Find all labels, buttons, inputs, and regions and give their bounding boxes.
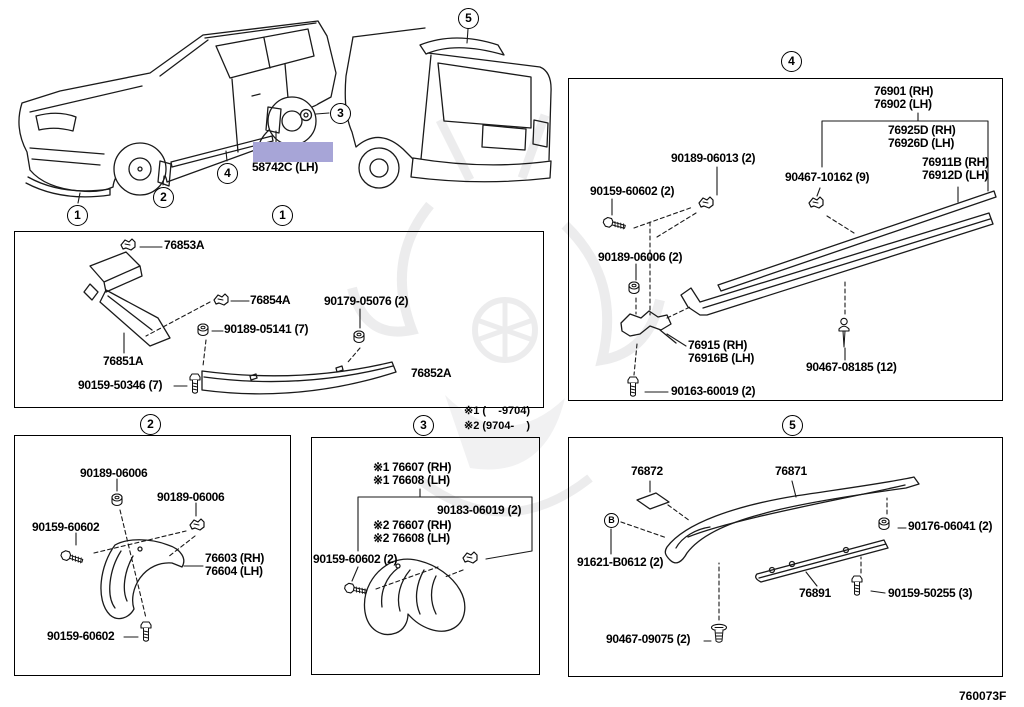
- note-asterisk1: ※1 ( -9704): [464, 405, 531, 417]
- part-label-90176-06041[interactable]: 90176-06041 (2): [908, 519, 993, 533]
- part-label-90159-60602-p3[interactable]: 90159-60602 (2): [313, 552, 398, 566]
- part-label-76891[interactable]: 76891: [799, 586, 831, 600]
- panel-2-box: [14, 435, 291, 676]
- part-label-90467-09075[interactable]: 90467-09075 (2): [606, 632, 691, 646]
- part-label-90163-60019[interactable]: 90163-60019 (2): [671, 384, 756, 398]
- part-label-90159-60602-left[interactable]: 90159-60602: [32, 520, 100, 534]
- part-label-76872[interactable]: 76872: [631, 464, 663, 478]
- highlight-58742c[interactable]: [253, 142, 333, 162]
- part-label-76911b-76912d[interactable]: 76911B (RH) 76912D (LH): [922, 155, 989, 182]
- part-label-76853a[interactable]: 76853A: [164, 238, 205, 252]
- panel-1-box: [14, 231, 544, 408]
- callout-4: 4: [217, 163, 238, 184]
- note-asterisk2: ※2 (9704- ): [464, 420, 531, 432]
- panel-5-box: [568, 437, 1003, 677]
- part-label-90467-10162[interactable]: 90467-10162 (9): [785, 170, 870, 184]
- part-label-91621-b0612[interactable]: 91621-B0612 (2): [577, 555, 664, 569]
- panel-4-number: 4: [781, 51, 802, 72]
- panel4-art: [601, 112, 997, 397]
- doc-code: 760073F: [959, 689, 1007, 703]
- part-label-76915-76916b[interactable]: 76915 (RH) 76916B (LH): [688, 338, 755, 365]
- part-label-76871[interactable]: 76871: [775, 464, 807, 478]
- part-label-90189-06006-top[interactable]: 90189-06006: [80, 466, 148, 480]
- panel-1-number: 1: [272, 205, 293, 226]
- watermark: [347, 113, 665, 517]
- panel-5-number: 5: [782, 415, 803, 436]
- car-wagon-art: [344, 27, 552, 189]
- part-label-90189-06006-right[interactable]: 90189-06006: [157, 490, 225, 504]
- callout-1: 1: [67, 205, 88, 226]
- callout-3: 3: [330, 103, 351, 124]
- part-label-76901-76902[interactable]: 76901 (RH) 76902 (LH): [874, 84, 934, 111]
- part-label-90189-06006-p4[interactable]: 90189-06006 (2): [598, 250, 683, 264]
- part-label-76603-76604[interactable]: 76603 (RH) 76604 (LH): [205, 551, 265, 578]
- part-label-90159-50255[interactable]: 90159-50255 (3): [888, 586, 973, 600]
- panel1-art: [83, 238, 397, 395]
- marker-b-circle: B: [604, 513, 619, 528]
- callout-2: 2: [153, 187, 174, 208]
- part-label-76851a[interactable]: 76851A: [103, 354, 144, 368]
- part-label-58742c[interactable]: 58742C (LH): [252, 160, 319, 174]
- callout-5: 5: [458, 8, 479, 29]
- part-label-90159-60602-bottom[interactable]: 90159-60602: [47, 629, 115, 643]
- part-label-90159-50346[interactable]: 90159-50346 (7): [78, 378, 163, 392]
- part-label-90179-05076[interactable]: 90179-05076 (2): [324, 294, 409, 308]
- panel2-art: [59, 478, 205, 642]
- part-label-90189-06013[interactable]: 90189-06013 (2): [671, 151, 756, 165]
- panel3-art: [343, 488, 533, 636]
- panel-3-number: 3: [413, 415, 434, 436]
- part-label-76607-76608-post[interactable]: ※2 76607 (RH) ※2 76608 (LH): [373, 518, 452, 545]
- part-label-90467-08185[interactable]: 90467-08185 (12): [806, 360, 897, 374]
- part-label-76607-76608-pre[interactable]: ※1 76607 (RH) ※1 76608 (LH): [373, 460, 452, 487]
- panel-4-box: [568, 78, 1003, 401]
- part-label-90159-60602-p4[interactable]: 90159-60602 (2): [590, 184, 675, 198]
- part-label-76925d-76926d[interactable]: 76925D (RH) 76926D (LH): [888, 123, 956, 150]
- car-hatchback-art: [18, 20, 337, 204]
- part-label-90189-05141[interactable]: 90189-05141 (7): [224, 322, 309, 336]
- part-label-90183-06019[interactable]: 90183-06019 (2): [437, 503, 522, 517]
- part-label-76854a[interactable]: 76854A: [250, 293, 291, 307]
- panel5-art: [610, 476, 920, 643]
- part-label-76852a[interactable]: 76852A: [411, 366, 452, 380]
- panel-3-box: [311, 437, 540, 675]
- panel-2-number: 2: [140, 414, 161, 435]
